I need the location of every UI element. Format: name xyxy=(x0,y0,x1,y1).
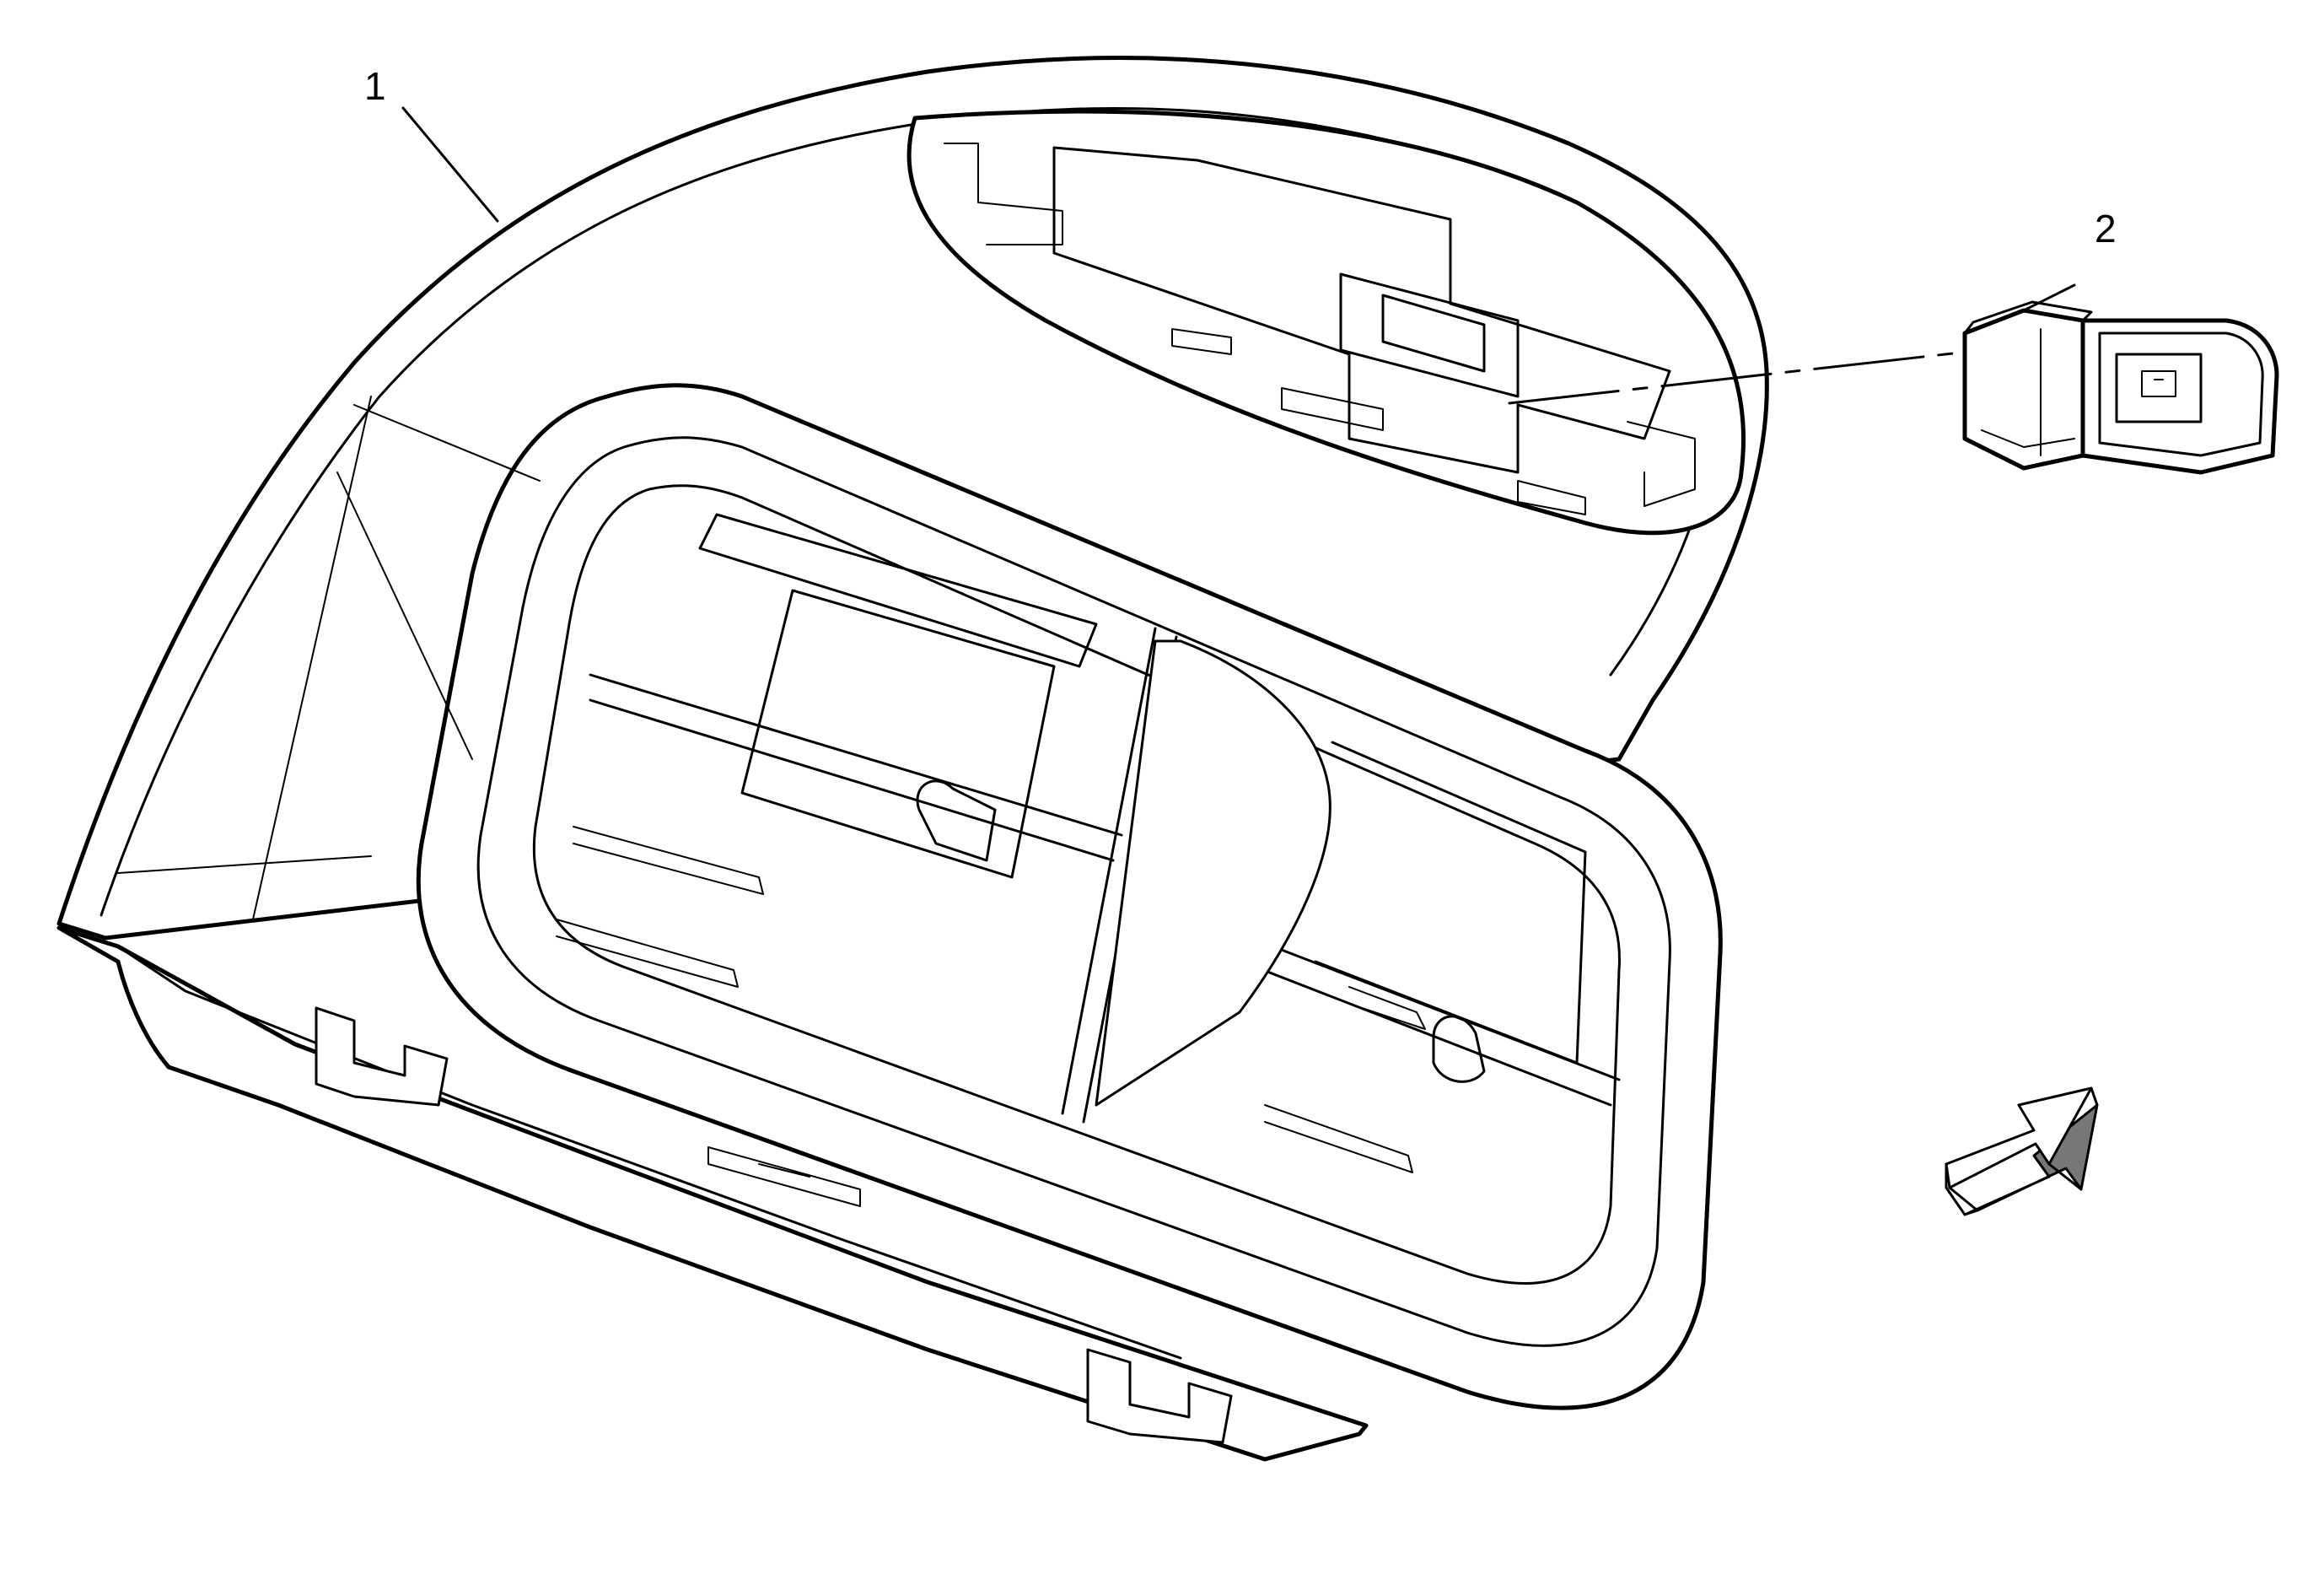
lower-clip-left xyxy=(315,1006,449,1107)
connector-terminal-cavity xyxy=(2115,353,2203,423)
connector-shroud-inner xyxy=(2098,332,2264,457)
recess-connector-body xyxy=(1052,146,1671,474)
gauge-divider-rail xyxy=(589,673,1123,862)
connector-shroud xyxy=(2080,318,2279,475)
connector-body xyxy=(1962,308,2085,471)
housing-wall-line-a xyxy=(252,396,541,920)
arrow-edges xyxy=(1945,1086,2099,1216)
housing-flange-edge xyxy=(116,945,1182,1360)
connector-body-top xyxy=(1963,300,2093,335)
left-gauge-slot-b xyxy=(556,919,739,988)
right-gauge-slot-a xyxy=(1348,986,1426,1030)
electrical-connector xyxy=(1962,300,2279,475)
recess-clip-right xyxy=(1627,421,1696,507)
recess-tab-c xyxy=(1517,480,1586,515)
right-gauge-face xyxy=(1314,741,1587,1065)
right-pointer-hub xyxy=(1432,1015,1486,1083)
recess-tab-a xyxy=(1171,328,1232,355)
callout-1: 1 xyxy=(364,64,386,108)
recess-connector-block xyxy=(1339,272,1520,398)
lower-clip-right xyxy=(1086,1348,1233,1444)
right-gauge-dome xyxy=(1095,639,1331,1107)
left-gauge-slot-a xyxy=(573,826,764,895)
arrow-face xyxy=(1945,1086,2093,1189)
connector-latch xyxy=(2141,370,2176,397)
connector-rib xyxy=(1981,328,2075,456)
left-pointer-hub xyxy=(916,779,997,862)
right-gauge-slot-b xyxy=(1264,1104,1413,1173)
connector-centerline xyxy=(1508,351,1962,405)
cluster-bezel-outer xyxy=(416,383,1723,1410)
recess-tab-b xyxy=(1281,387,1384,431)
housing-lower-flange xyxy=(56,925,1369,1462)
callout-2: 2 xyxy=(2095,207,2117,251)
recess-connector-socket xyxy=(1381,294,1486,373)
cluster-bezel-mid xyxy=(476,436,1671,1347)
leader-lines xyxy=(401,106,2076,405)
connector-recess xyxy=(906,109,1746,536)
left-gauge-face xyxy=(740,589,1056,879)
left-gauge-pod xyxy=(698,513,1098,668)
recess-clip-left xyxy=(944,143,1063,245)
lower-slot-center xyxy=(707,1146,861,1207)
view-direction-arrow-icon xyxy=(1945,1086,2099,1216)
instrument-cluster-housing xyxy=(56,56,1769,1462)
leader-line-1 xyxy=(401,106,499,223)
leader-line-2 xyxy=(2022,283,2076,312)
cluster-bezel-inner xyxy=(532,484,1621,1285)
housing-wall-line-b xyxy=(117,855,372,874)
